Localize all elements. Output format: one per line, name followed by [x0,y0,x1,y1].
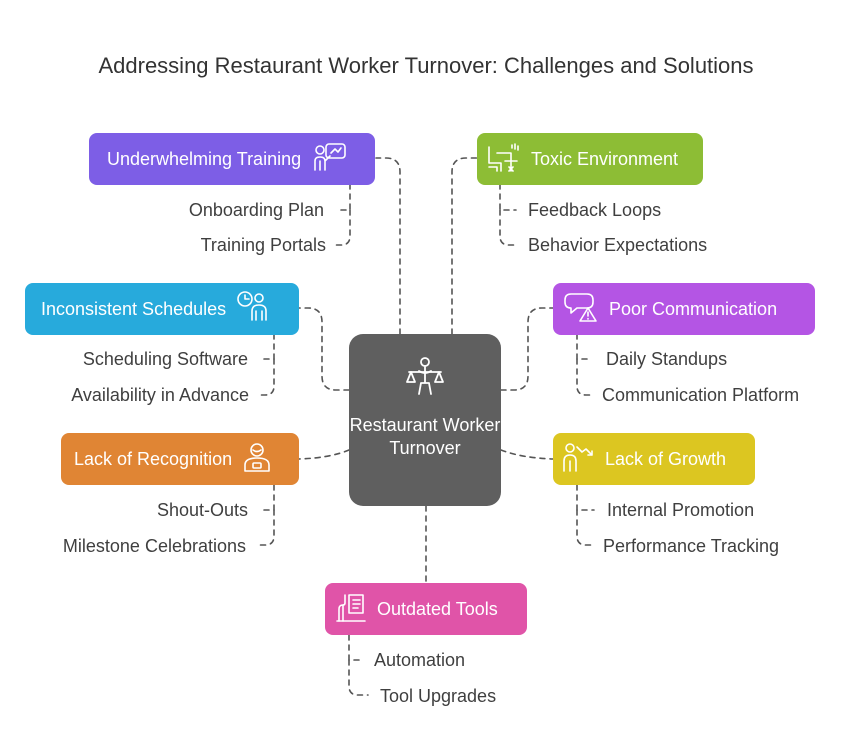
challenge-lack-of-growth: Lack of Growth [553,433,755,485]
connector-poor-communication [500,307,554,391]
challenge-outdated-tools: Outdated Tools [325,583,527,635]
challenge-underwhelming-training: Underwhelming Training [89,133,375,185]
challenge-lack-of-recognition: Lack of Recognition [61,433,299,485]
solution-communication-platform: Communication Platform [602,385,800,405]
clock-person-icon [236,290,268,329]
connector-sub-milestone [259,509,275,546]
solution-internal-promotion: Internal Promotion [607,500,755,520]
connector-sub-training-portals [335,209,351,246]
connector-underwhelming-training [375,157,401,335]
tools-document-icon [335,591,367,628]
solution-shout-outs: Shout-Outs [156,500,248,520]
solution-behavior-expectations: Behavior Expectations [528,235,708,255]
connector-lack-of-recognition [298,449,350,460]
challenge-label: Lack of Growth [605,448,727,469]
challenge-poor-communication: Poor Communication [553,283,815,335]
challenge-label: Poor Communication [609,298,778,319]
solution-feedback-loops: Feedback Loops [528,200,662,220]
connector-sub-automation [348,634,363,661]
office-desk-icon [487,141,521,178]
connector-sub-internal-promotion [576,484,595,511]
diagram-title: Addressing Restaurant Worker Turnover: C… [98,53,754,78]
connector-sub-performance-tracking [576,509,595,546]
connector-toxic-environment [451,157,478,335]
solution-milestone-celebrations: Milestone Celebrations [62,536,246,556]
challenge-label: Outdated Tools [377,598,498,619]
solution-training-portals: Training Portals [200,235,326,255]
worker-badge-icon [242,441,272,478]
connector-sub-communication-platform [576,358,593,396]
connector-sub-tool-upgrades [348,659,369,696]
connector-sub-availability [259,358,275,396]
connector-inconsistent-schedules [298,307,350,391]
connector-sub-behavior-expectations [499,209,517,246]
solution-daily-standups: Daily Standups [606,349,728,369]
solution-availability-in-advance: Availability in Advance [71,385,249,405]
solution-automation: Automation [374,650,466,670]
connector-lack-of-growth [500,449,554,460]
solution-tool-upgrades: Tool Upgrades [380,686,497,706]
speech-warning-icon [563,290,599,329]
balance-person-icon [405,356,445,401]
challenge-label: Underwhelming Training [107,148,302,169]
connector-sub-onboarding-plan [335,183,351,211]
challenge-label: Lack of Recognition [74,448,233,469]
person-trend-icon [561,441,595,478]
training-presentation-icon [311,141,347,178]
connector-sub-scheduling-software [259,333,275,360]
connector-sub-daily-standups [576,333,593,360]
challenge-label: Toxic Environment [531,148,679,169]
challenge-inconsistent-schedules: Inconsistent Schedules [25,283,299,335]
connector-sub-shout-outs [259,484,275,511]
center-label: Restaurant Worker Turnover [349,415,501,458]
challenge-label: Inconsistent Schedules [41,298,227,319]
center-node: Restaurant Worker Turnover [349,334,501,506]
solution-performance-tracking: Performance Tracking [603,536,780,556]
solution-onboarding-plan: Onboarding Plan [188,200,324,220]
connector-sub-feedback-loops [499,183,517,211]
challenge-toxic-environment: Toxic Environment [477,133,703,185]
solution-scheduling-software: Scheduling Software [82,349,248,369]
